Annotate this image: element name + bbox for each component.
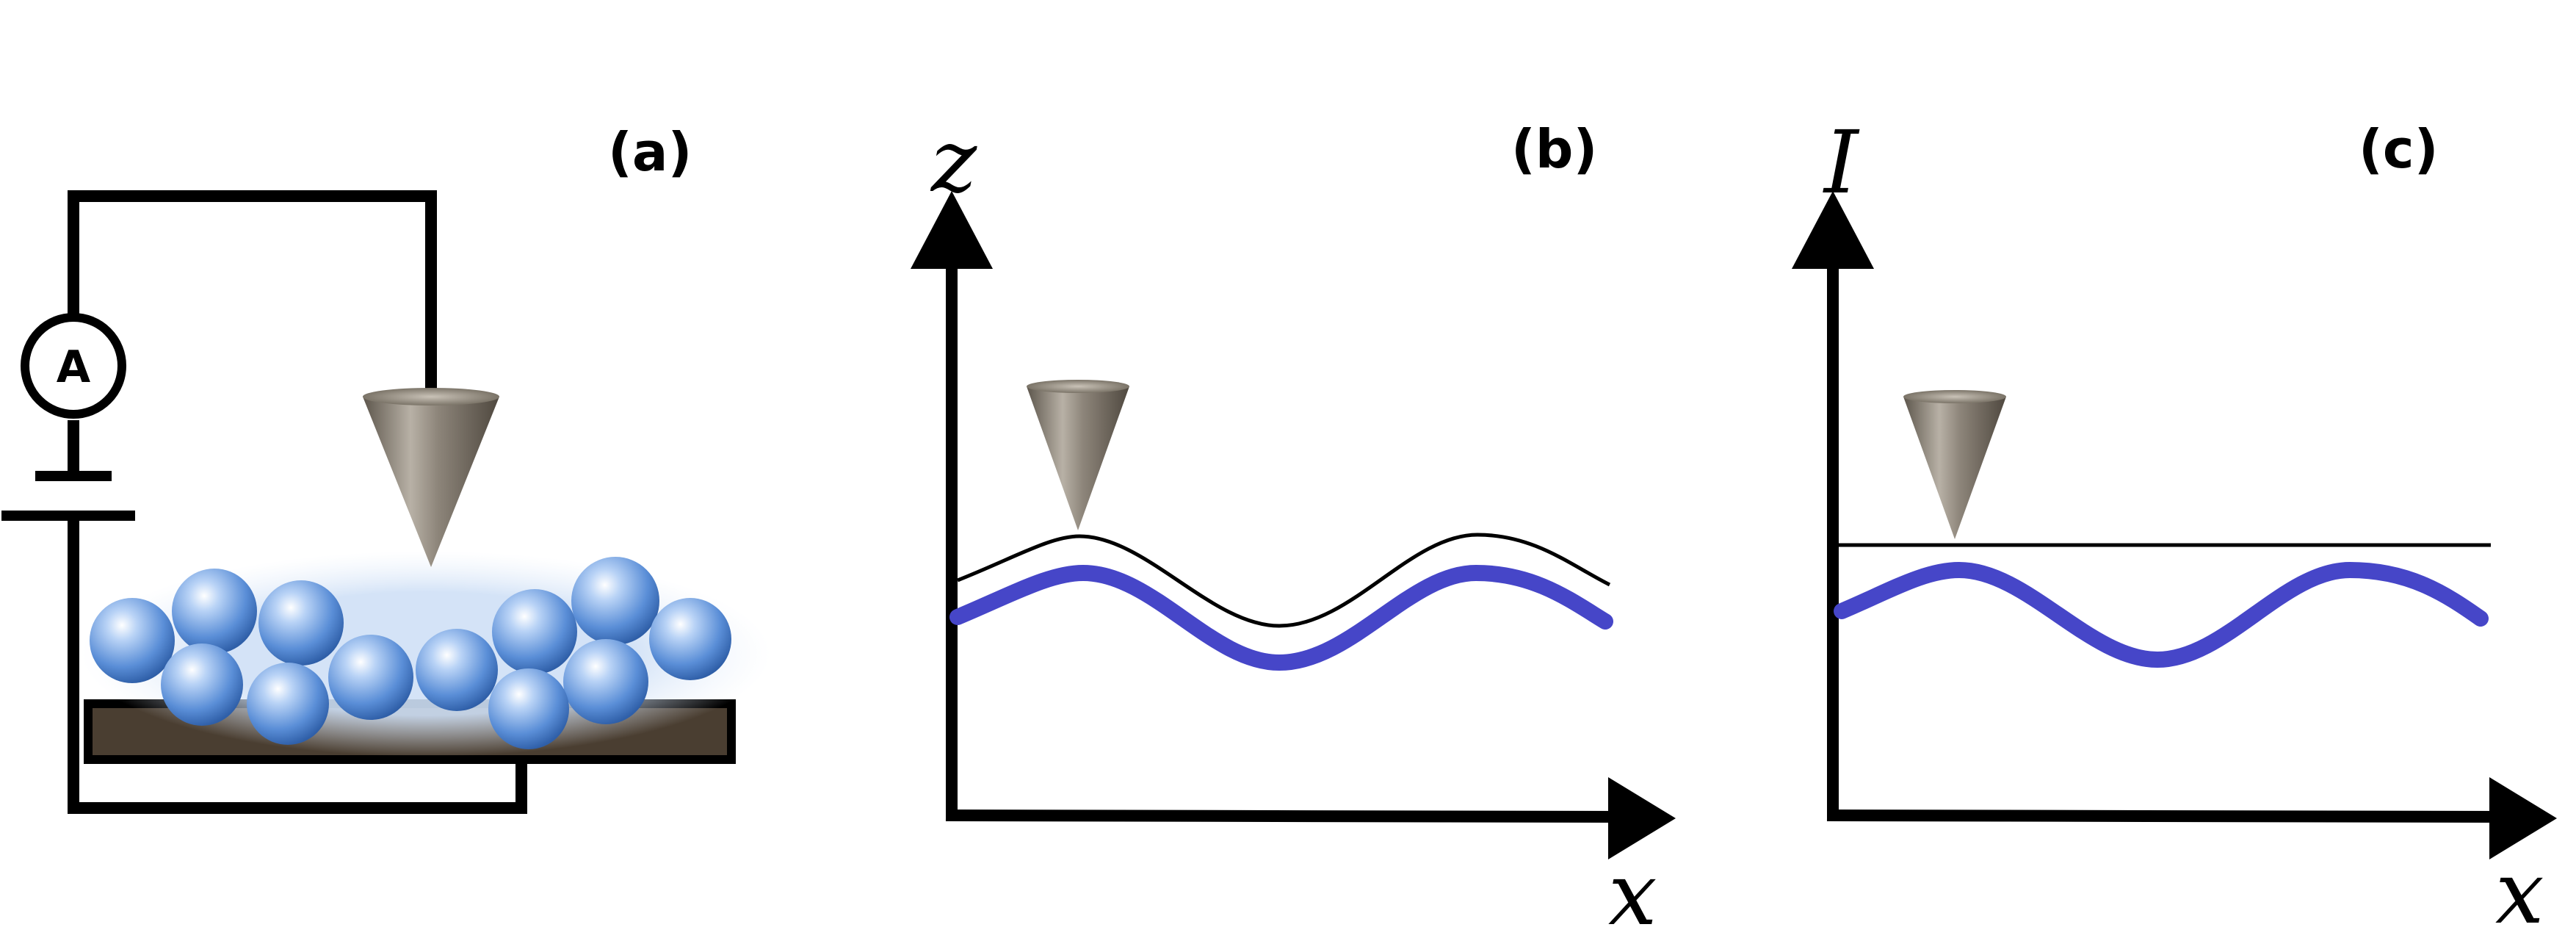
tip-path-line — [957, 533, 1611, 628]
panel-a-label: (a) — [608, 121, 692, 183]
stm-tip — [1027, 380, 1129, 530]
atom — [649, 598, 731, 680]
panel-c: (c) I x — [1792, 112, 2557, 943]
atom — [488, 668, 569, 749]
atom — [563, 639, 648, 724]
circuit-wires — [68, 190, 527, 814]
sample-atoms — [81, 551, 771, 757]
ammeter-icon — [21, 313, 126, 419]
panel-b: (b) z x — [911, 110, 1676, 945]
y-axis-label: I — [1823, 112, 1860, 213]
atom — [328, 635, 413, 720]
axes — [1792, 191, 2557, 859]
wire-bottom — [68, 757, 527, 814]
atom — [161, 643, 243, 726]
y-axis-arrow-icon — [1792, 191, 1874, 269]
panel-c-label: (c) — [2359, 118, 2439, 180]
wire-top — [68, 190, 437, 395]
atom — [90, 598, 175, 683]
axes — [911, 191, 1676, 859]
panel-b-label: (b) — [1511, 118, 1597, 180]
atom — [571, 557, 659, 645]
x-axis — [1826, 809, 2505, 823]
ammeter-letter: A — [57, 342, 91, 393]
atom — [258, 580, 344, 666]
panel-a: (a) A — [1, 121, 771, 814]
stm-tip — [363, 388, 499, 567]
x-axis-arrow-icon — [1608, 777, 1676, 859]
atom — [492, 589, 577, 674]
ammeter: A — [21, 313, 126, 419]
surface-wave — [949, 564, 1613, 671]
surface-wave — [1834, 561, 2489, 668]
atom — [247, 663, 329, 745]
x-axis — [945, 809, 1624, 823]
atom — [172, 569, 257, 654]
x-axis-label: x — [1608, 843, 1657, 945]
atom — [416, 629, 498, 711]
x-axis-label: x — [2495, 842, 2544, 943]
stm-tip — [1903, 390, 2006, 539]
x-axis-arrow-icon — [2489, 777, 2557, 859]
y-axis-arrow-icon — [911, 191, 993, 269]
battery-icon — [1, 471, 135, 521]
